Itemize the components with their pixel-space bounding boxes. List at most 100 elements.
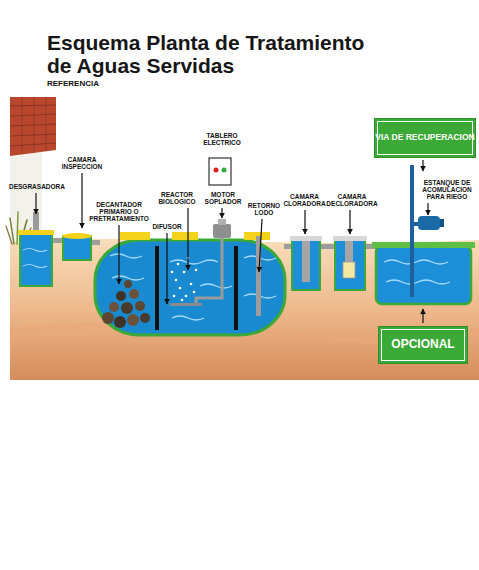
part-label: RETORNO LODO — [245, 202, 283, 216]
plants-part — [17, 212, 18, 244]
part-label: DESGRASADORA — [8, 183, 66, 190]
part-label: MOTOR SOPLADOR — [202, 191, 244, 205]
chlorination-chamber — [290, 236, 322, 290]
sludge-rocks-part — [116, 291, 126, 301]
sludge-rocks-part — [102, 312, 114, 324]
leader-arrows-part — [259, 219, 262, 272]
leader-arrows-part — [427, 203, 428, 215]
dechlorination-chamber — [333, 236, 367, 290]
grease-trap-part — [20, 234, 52, 286]
leader-arrows-part — [187, 208, 188, 270]
blower-and-diffuser-part-part — [183, 271, 186, 274]
chlorination-chamber-part — [290, 236, 322, 241]
blower-and-diffuser-part-part — [193, 291, 196, 294]
part-label: CAMARA DECLORADORA — [326, 193, 378, 207]
sludge-rocks-part — [121, 302, 133, 314]
label-box: VIA DE RECUPERACION — [374, 118, 476, 158]
chlorination-chamber-part — [302, 236, 310, 282]
main-tank-part — [155, 246, 159, 330]
part-label: TABLERO ELECTRICO — [200, 132, 244, 146]
blower-and-diffuser-part-part — [190, 283, 193, 286]
diagram-title: Esquema Planta de Tratamiento de Aguas S… — [47, 31, 373, 77]
sludge-rocks-part — [135, 301, 145, 311]
blower-and-diffuser-part-part — [185, 295, 188, 298]
control-panel-part — [214, 168, 219, 173]
leader-arrows-part — [221, 208, 222, 218]
leader-arrows-part — [422, 160, 423, 171]
irrigation-tank-part — [410, 165, 414, 297]
house — [10, 97, 56, 242]
irrigation-tank-part — [384, 260, 450, 284]
box-text: VIA DE RECUPERACION — [375, 133, 474, 143]
leader-arrows — [36, 160, 428, 323]
main-tank — [95, 232, 285, 335]
part-label: CAMARA CLORADORA — [283, 193, 326, 207]
label-box: OPCIONAL — [378, 326, 468, 364]
irrigation-tank-part — [372, 242, 475, 248]
blower-and-diffuser-part — [196, 238, 222, 304]
leader-arrows-part — [422, 309, 423, 323]
main-tank-part — [172, 232, 198, 240]
main-tank-part — [120, 232, 150, 240]
control-panel-part — [209, 158, 231, 185]
control-panel — [209, 158, 231, 185]
part-label: REACTOR BIOLOGICO — [155, 191, 199, 205]
house-part — [22, 97, 23, 154]
main-tank-part — [234, 246, 238, 330]
blower-and-diffuser-part — [170, 303, 202, 306]
part-label: ESTANQUE DE ACOMULACION PARA RIEGO — [418, 179, 476, 200]
irrigation-tank-part — [376, 246, 471, 304]
house-part — [10, 143, 56, 146]
sludge-rocks-part — [140, 313, 150, 323]
grease-trap-part — [18, 230, 54, 235]
part-label: CAMARA INSPECCION — [58, 156, 106, 170]
blower-and-diffuser-part-part — [195, 269, 198, 272]
blower-and-diffuser-part-part — [173, 295, 176, 298]
house-part — [34, 97, 35, 153]
reference-heading: REFERENCIA — [47, 80, 167, 89]
grease-trap-part — [23, 249, 47, 268]
part-label: DECANTADOR PRIMARIO O PRETRATAMIENTO — [86, 201, 152, 222]
leader-arrows-part — [81, 173, 82, 228]
blower-and-diffuser-part — [171, 257, 198, 302]
inspection-chamber — [62, 233, 92, 260]
plants-part — [6, 226, 12, 244]
pipes-part — [91, 240, 100, 245]
house-part — [10, 134, 56, 136]
blower-and-diffuser-part-part — [175, 279, 178, 282]
inspection-chamber-part — [62, 233, 92, 239]
dechlorination-chamber-part — [333, 236, 367, 241]
sludge-rocks-part — [109, 302, 119, 312]
blower-and-diffuser-part-part — [171, 271, 174, 274]
house-part — [10, 148, 42, 242]
box-text: OPCIONAL — [391, 338, 454, 352]
house-part — [10, 97, 56, 156]
leader-arrows-part — [35, 193, 36, 214]
control-panel-part — [222, 168, 227, 173]
dechlorination-chamber-part — [343, 262, 355, 278]
leader-arrows-part — [118, 225, 119, 284]
leader-arrows-part — [166, 233, 167, 304]
leader-arrows-part — [304, 210, 305, 234]
sludge-rocks — [102, 280, 150, 328]
sludge-rocks-part — [124, 280, 132, 288]
house-part — [10, 124, 56, 126]
sludge-rocks-part — [129, 289, 139, 299]
leader-arrows-part — [349, 210, 350, 234]
blower-and-diffuser — [170, 219, 231, 306]
blower-and-diffuser-part-part — [179, 287, 182, 290]
house-part — [10, 114, 56, 116]
pipes-part — [320, 244, 335, 249]
blower-and-diffuser-part — [213, 224, 231, 238]
irrigation-tank-part — [418, 216, 440, 230]
part-label: DIFUSOR — [150, 223, 184, 230]
house-part — [46, 97, 47, 151]
irrigation-tank — [372, 165, 475, 304]
blower-and-diffuser-part-part — [181, 299, 184, 302]
main-tank-part — [110, 254, 276, 320]
sludge-rocks-part — [114, 316, 126, 328]
house-part — [10, 105, 56, 106]
grease-trap — [18, 212, 54, 286]
blower-and-diffuser-part — [218, 219, 226, 225]
